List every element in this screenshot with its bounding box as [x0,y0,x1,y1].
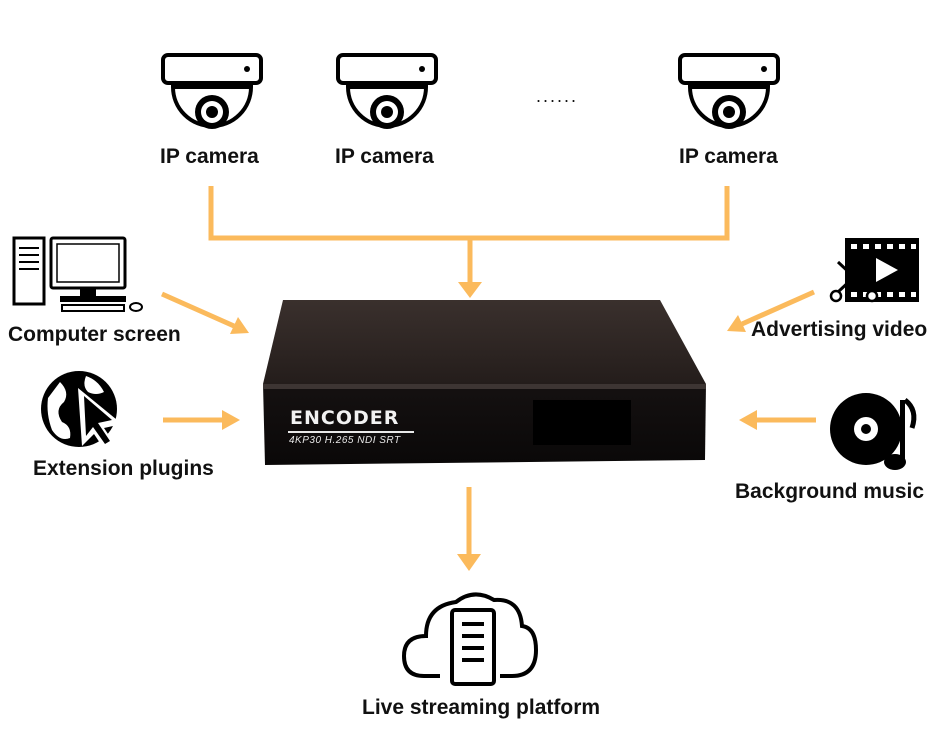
film-edit-icon [829,238,919,303]
arrow-down-to-encoder [458,282,482,298]
camera-connector [208,186,730,282]
camera-icon [161,53,263,129]
music-disc-icon [830,393,917,470]
input-label-computer-screen: Computer screen [8,323,181,346]
encoder-title-underline [288,431,414,433]
computer-icon [12,236,143,312]
camera-icon [336,53,438,129]
arrow-music-to-encoder [739,410,816,430]
input-label-extension-plugins: Extension plugins [33,457,214,480]
camera-icon [678,53,780,129]
camera-label: IP camera [679,145,778,168]
camera-label: IP camera [335,145,434,168]
input-label-advertising-video: Advertising video [751,318,928,341]
camera-label: IP camera [160,145,259,168]
arrow-computer-to-encoder [160,291,249,334]
encoder-subtitle: 4KP30 H.265 NDI SRT [289,435,401,446]
arrow-video-to-encoder [727,289,816,332]
input-label-background-music: Background music [735,480,925,503]
arrow-plugins-to-encoder [163,410,240,430]
cloud-server-icon [401,592,539,686]
encoder-device [263,300,706,465]
output-label-live-streaming-platform: Live streaming platform [362,696,601,719]
arrow-encoder-to-platform [457,487,481,571]
globe-cursor-icon [41,371,122,452]
camera-ellipsis: ...... [536,86,579,106]
encoder-title: ENCODER [290,407,400,429]
